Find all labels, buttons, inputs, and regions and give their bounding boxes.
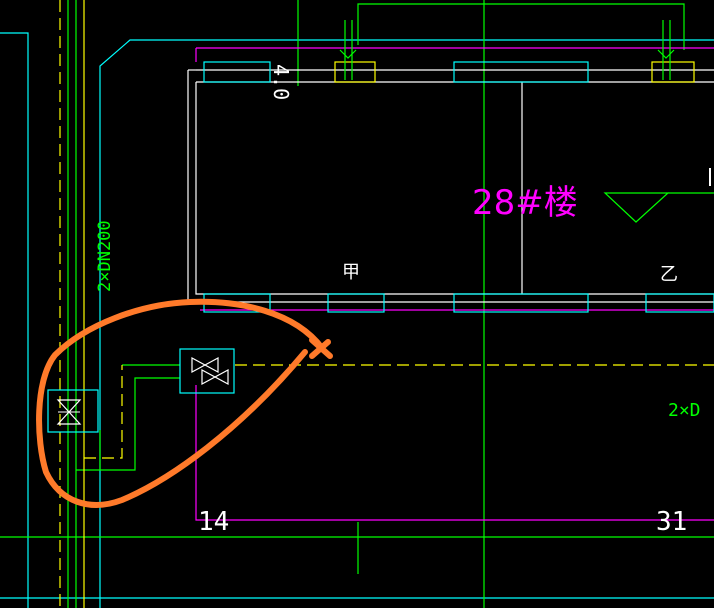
window-bottom-3 (453, 293, 589, 313)
branch-pipe-lower (76, 377, 180, 471)
building-walls (187, 69, 714, 303)
valve-middle-icon-a (191, 356, 219, 374)
wall-inner (195, 82, 714, 295)
markup-cross (309, 337, 333, 359)
site-boundary-magenta (195, 385, 714, 521)
unit-right-label: 乙 (660, 264, 678, 285)
top-fixtures (334, 61, 695, 83)
valve-left-box (47, 389, 99, 433)
pipe-label-vertical: 2×DN200 (95, 220, 115, 292)
dim-top-label: 4.0 (269, 64, 293, 100)
building-label: 28#楼 (472, 183, 578, 223)
valve-middle-box (179, 348, 235, 394)
window-bottom-2 (327, 293, 385, 313)
wall-outer (187, 70, 714, 303)
markup-loop (36, 298, 325, 508)
valve-left (47, 389, 99, 433)
building-outline (195, 47, 714, 521)
unit-left-label: 甲 (342, 262, 360, 283)
road-edge-inner (99, 39, 714, 608)
window-bottom-4 (645, 293, 714, 313)
fixture-top-2 (651, 61, 695, 83)
road-edge-lines (0, 32, 714, 608)
fixture-top-1 (334, 61, 376, 83)
window-top-2 (453, 61, 589, 83)
axis-left-label: 14 (198, 507, 229, 537)
valve-middle-icon-b (201, 368, 229, 386)
orange-markup (36, 298, 333, 508)
yellow-dashed-pipes (59, 0, 714, 608)
elevation-triangle-marker (603, 192, 670, 223)
valve-middle (179, 348, 235, 394)
pipe-label-right: 2×D (668, 400, 701, 421)
top-frame-green (357, 3, 685, 50)
fixture-markers (339, 20, 675, 80)
pipe-branch-dashed (84, 365, 123, 459)
valve-left-icon (56, 399, 82, 425)
road-edge-left (0, 32, 29, 608)
fixture-arrow-1 (339, 49, 357, 59)
windows (203, 61, 714, 313)
window-top-1 (203, 61, 271, 83)
fixture-arrow-2 (657, 49, 675, 59)
axis-right-label: 31 (656, 507, 687, 537)
